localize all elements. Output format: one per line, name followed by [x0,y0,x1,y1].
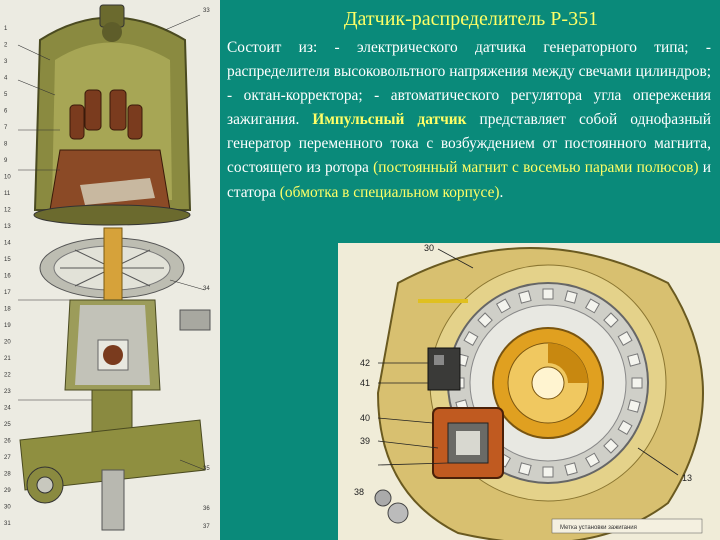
paragraph-end: . [499,183,504,201]
left-callout-24: 24 [4,406,11,412]
left-callout-4: 4 [4,76,8,82]
left-callout-30: 30 [4,505,11,511]
stator-tooth [584,298,601,314]
right-callout-37: 37 [203,524,210,530]
left-callout-1: 1 [4,26,8,32]
left-callout-5: 5 [4,92,8,98]
left-callout-26: 26 [4,439,11,445]
sensor-callout-42: 42 [360,358,370,368]
stator-tooth [477,312,493,328]
sensor-callout-41: 41 [360,378,370,388]
right-callout-35: 35 [203,466,210,472]
left-callout-10: 10 [4,175,11,181]
left-callout-14: 14 [4,241,11,247]
left-callout-19: 19 [4,323,11,329]
left-callout-31: 31 [4,521,11,527]
stator-tooth [603,438,619,454]
left-callout-20: 20 [4,340,11,346]
left-callout-22: 22 [4,373,11,379]
ignition-mark-caption: Метка установки зажигания [560,525,637,531]
stator-tooth [631,377,643,389]
highlight-rotor: (постоянный магнит с восемью парами полю… [373,159,699,177]
stator-tooth [627,353,641,367]
stator-tooth [617,419,633,436]
stator-tooth [518,290,532,304]
left-callout-3: 3 [4,59,8,65]
left-callout-16: 16 [4,274,11,280]
stator-tooth [603,312,619,328]
stator-tooth [542,466,554,478]
paragraph-text-1: представляет собой однофазный генератор … [227,111,712,177]
sensor-callout-39: 39 [360,436,370,446]
left-callout-25: 25 [4,422,11,428]
left-callout-11: 11 [4,191,11,197]
stator-tooth [627,399,641,413]
left-callout-numbers: 1234567891011121314151617181920212223242… [4,8,210,530]
left-callout-12: 12 [4,208,11,214]
stator-tooth [584,452,601,468]
left-callout-28: 28 [4,472,11,478]
left-callout-17: 17 [4,290,11,296]
left-callout-9: 9 [4,158,8,164]
left-callout-18: 18 [4,307,11,313]
sensor-callout-30: 30 [424,243,434,253]
stator-tooth [564,290,578,304]
stator-tooth [518,462,532,476]
left-callout-15: 15 [4,257,11,263]
stator-tooth [542,288,554,300]
left-callout-23: 23 [4,389,11,395]
left-callout-27: 27 [4,455,11,461]
paragraph-intro: Состоит из: - электрического датчика ген… [227,39,711,129]
left-callout-21: 21 [4,356,11,362]
left-callout-6: 6 [4,109,8,115]
right-callout-36: 36 [203,506,210,512]
paragraph-text-2: и статора [227,159,711,201]
left-callout-29: 29 [4,488,11,494]
left-callout-13: 13 [4,224,11,230]
stator-tooth [564,462,578,476]
sensor-callout-40: 40 [360,413,370,423]
stator-tooth [463,330,479,347]
left-callout-7: 7 [4,125,8,131]
right-callout-34: 34 [203,286,210,292]
sensor-rotor-illustration: Метка установки зажигания 30 42 41 40 39 38 13 [338,243,720,540]
description-paragraph: Состоит из: - электрического датчика ген… [227,36,711,205]
distributor-cutaway-drawing [17,4,211,531]
right-callout-33: 33 [203,8,210,14]
left-callout-8: 8 [4,142,8,148]
sensor-callout-38: 38 [354,487,364,497]
stator-tooth [495,298,512,314]
highlight-stator: (обмотка в специальном корпусе) [279,183,500,201]
sensor-callout-13: 13 [682,473,692,483]
slide-title: Датчик-распределитель Р-351 [343,8,599,30]
left-callout-2: 2 [4,43,8,49]
highlight-impulse-sensor: Импульсный датчик [312,111,467,129]
sensor-rotor-drawing: Метка установки зажигания 30 42 41 40 39 38 13 [354,243,704,540]
stator-tooth [617,330,633,347]
